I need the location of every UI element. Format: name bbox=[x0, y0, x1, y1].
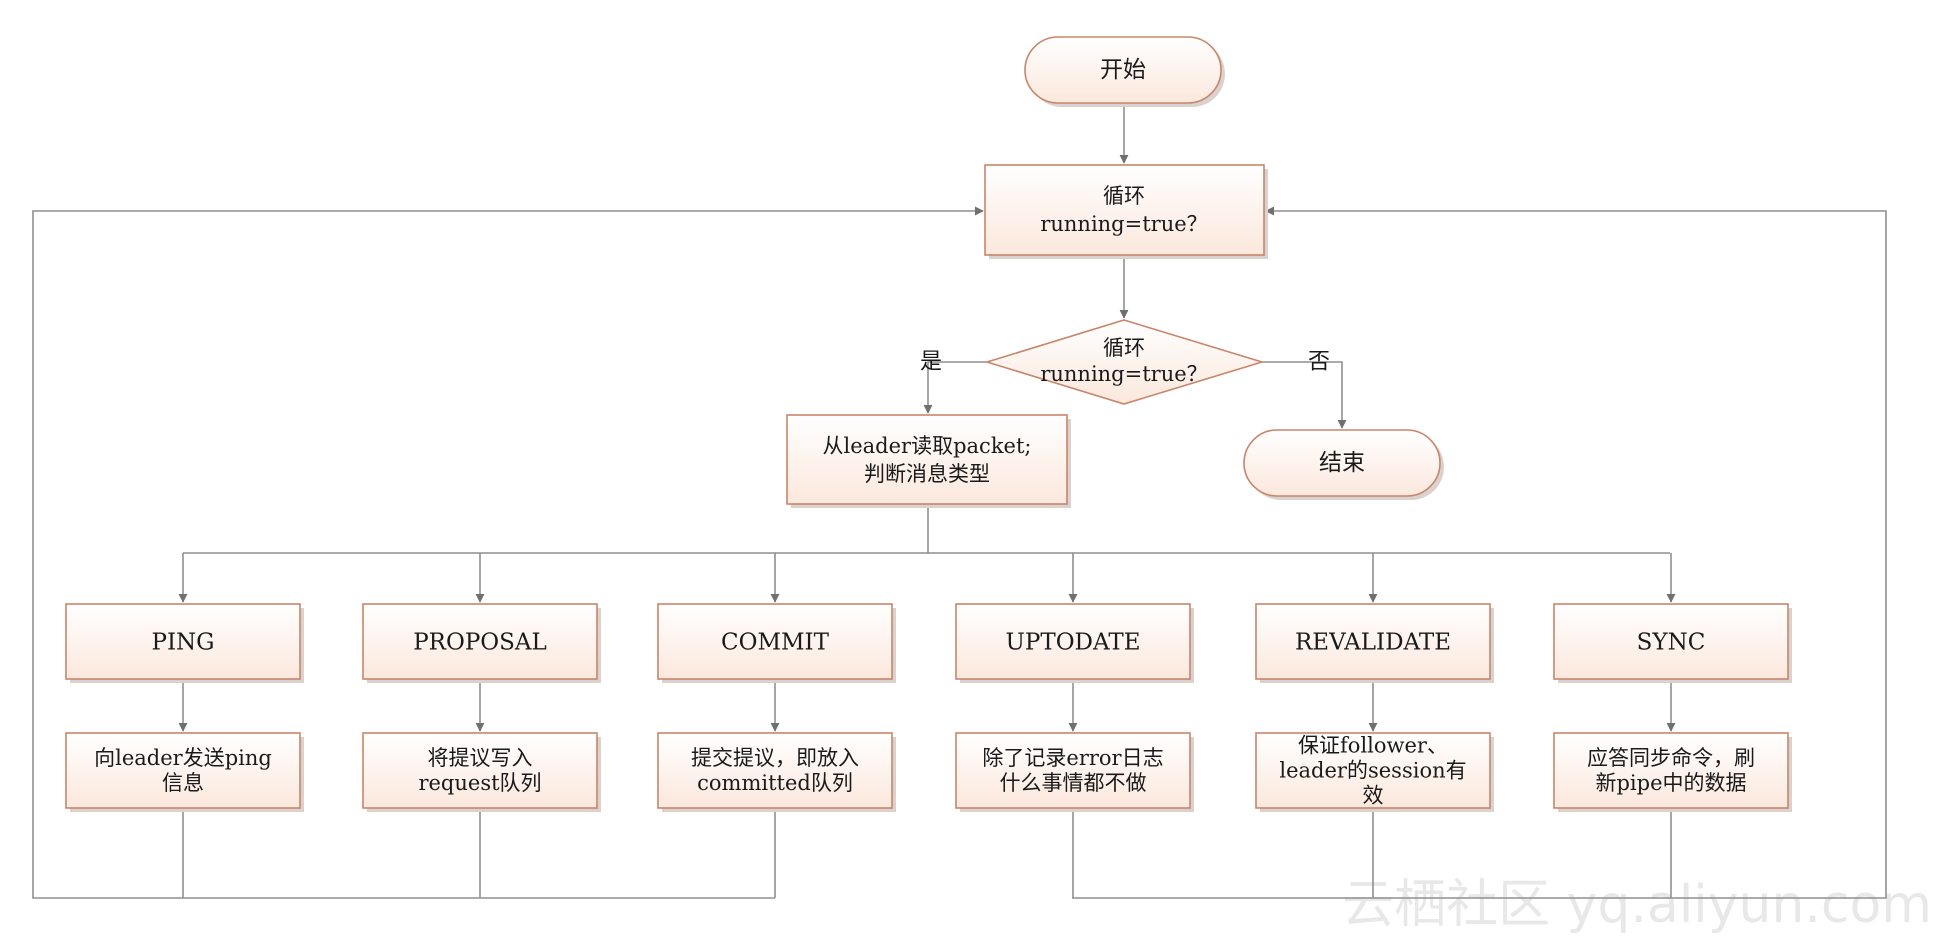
type-label-commit: COMMIT bbox=[721, 630, 830, 656]
start-node: 开始 bbox=[1024, 36, 1225, 107]
end-node: 结束 bbox=[1243, 429, 1444, 500]
action-label-ping-line-2: 信息 bbox=[162, 771, 204, 795]
edge-right-loop-back bbox=[1072, 206, 1887, 899]
action-label-revalidate-line-3: 效 bbox=[1363, 784, 1384, 808]
yes-label: 是 bbox=[920, 350, 942, 375]
type-node-commit: COMMIT bbox=[657, 603, 896, 683]
edges bbox=[32, 105, 1887, 899]
type-label-sync: SYNC bbox=[1637, 630, 1706, 656]
action-label-commit-line-1: 提交提议，即放入 bbox=[691, 746, 859, 770]
loop-node: 循环 running=true？ bbox=[984, 164, 1268, 259]
action-label-commit-line-2: committed队列 bbox=[697, 771, 853, 795]
edge-decision-no bbox=[1262, 361, 1347, 429]
action-label-revalidate-line-1: 保证follower、 bbox=[1298, 734, 1448, 758]
type-node-revalidate: REVALIDATE bbox=[1255, 603, 1494, 683]
read-packet-line-1: 从leader读取packet; bbox=[823, 434, 1032, 458]
loop-decision-node: 循环 running=true？ bbox=[984, 319, 1265, 405]
action-arrows bbox=[178, 679, 1676, 732]
type-node-proposal: PROPOSAL bbox=[362, 603, 601, 683]
type-node-sync: SYNC bbox=[1553, 603, 1792, 683]
action-label-uptodate-line-2: 什么事情都不做 bbox=[1000, 771, 1147, 795]
return-lines bbox=[182, 808, 1672, 898]
edge-decision-yes bbox=[923, 361, 987, 414]
action-label-proposal-line-1: 将提议写入 bbox=[428, 746, 533, 770]
start-label: 开始 bbox=[1100, 57, 1146, 83]
type-node-uptodate: UPTODATE bbox=[955, 603, 1194, 683]
read-packet-line-2: 判断消息类型 bbox=[864, 462, 990, 486]
type-label-uptodate: UPTODATE bbox=[1006, 630, 1141, 656]
end-label: 结束 bbox=[1319, 450, 1365, 476]
loop-label-line-2: running=true？ bbox=[1040, 212, 1207, 236]
action-label-sync-line-2: 新pipe中的数据 bbox=[1595, 771, 1746, 795]
action-label-sync-line-1: 应答同步命令，刷 bbox=[1587, 746, 1755, 770]
loop-label-line-1: 循环 bbox=[1103, 184, 1145, 208]
branch-arrows bbox=[178, 553, 1676, 603]
action-label-revalidate-line-2: leader的session有 bbox=[1279, 759, 1466, 783]
type-node-ping: PING bbox=[65, 603, 304, 683]
action-label-ping-line-1: 向leader发送ping bbox=[94, 746, 272, 770]
type-label-revalidate: REVALIDATE bbox=[1295, 630, 1451, 656]
read-packet-node: 从leader读取packet; 判断消息类型 bbox=[786, 414, 1071, 508]
edge-left-loop-back bbox=[32, 206, 984, 899]
watermark-text: 云栖社区 yq.aliyun.com bbox=[1342, 875, 1932, 935]
type-label-ping: PING bbox=[151, 630, 214, 656]
decision-label-line-2: running=true？ bbox=[1040, 362, 1207, 386]
action-label-uptodate-line-1: 除了记录error日志 bbox=[982, 746, 1163, 770]
type-label-proposal: PROPOSAL bbox=[413, 630, 547, 656]
action-label-proposal-line-2: request队列 bbox=[418, 771, 541, 795]
decision-label-line-1: 循环 bbox=[1103, 336, 1145, 360]
no-label: 否 bbox=[1308, 350, 1330, 375]
